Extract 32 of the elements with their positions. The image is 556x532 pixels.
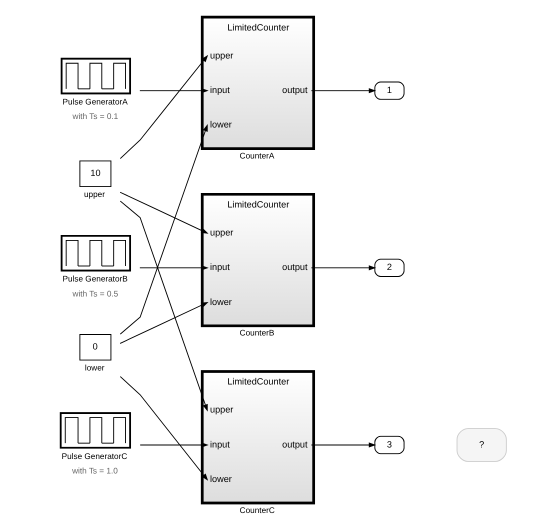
node-label: with Ts = 0.1 — [72, 112, 118, 122]
node-label: Pulse GeneratorB — [62, 274, 128, 284]
arrow — [139, 442, 208, 448]
arrow — [119, 192, 208, 234]
arrow — [310, 88, 376, 94]
node-box — [59, 412, 131, 449]
arrow — [310, 442, 376, 448]
node-label: Pulse GeneratorA — [62, 98, 128, 107]
node-label: CounterC — [239, 506, 274, 515]
node-label: CounterB — [239, 328, 274, 338]
node-label: lower — [84, 363, 104, 372]
arrow — [119, 376, 208, 481]
arrow — [119, 302, 208, 344]
node-box: 3 — [374, 436, 404, 454]
arrow — [138, 88, 208, 94]
node-label: Pulse GeneratorC — [61, 452, 127, 461]
node-label: upper — [83, 190, 104, 199]
node-label: with Ts = 1.0 — [72, 466, 118, 476]
arrow — [119, 124, 208, 335]
arrow — [119, 200, 208, 412]
node-label: CounterA — [239, 151, 274, 160]
arrow — [310, 265, 376, 270]
arrow — [119, 54, 208, 160]
node-label: with Ts = 0.5 — [72, 289, 118, 298]
node-box: 0 — [78, 334, 111, 361]
node-box: 10 — [78, 160, 111, 187]
arrow — [138, 265, 208, 270]
node-box — [60, 234, 131, 272]
label: ? — [478, 439, 484, 450]
node-box — [60, 58, 131, 94]
node-box: 2 — [374, 258, 404, 277]
node-box: 1 — [374, 82, 404, 100]
